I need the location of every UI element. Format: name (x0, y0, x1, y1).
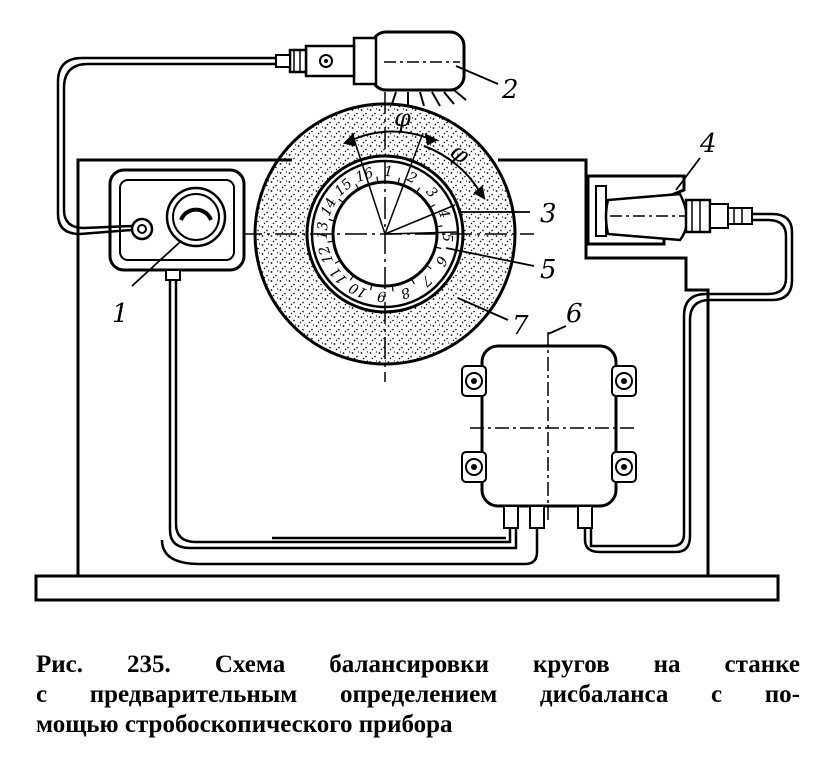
cables (56, 56, 794, 566)
dial-tick (369, 284, 373, 291)
wheel-centerlines (240, 92, 534, 382)
dial-number: 12 (316, 243, 337, 265)
dial-tick (436, 225, 443, 228)
base-plate (34, 574, 780, 602)
dial-number: 9 (377, 288, 387, 304)
callout-2: 2 (501, 75, 519, 105)
dial-number: 5 (439, 233, 455, 243)
figure-caption: Рис. 235. Схема балансировки кругов на с… (36, 650, 800, 740)
light-rays (391, 89, 467, 107)
callout-4: 4 (699, 129, 717, 159)
dial-number: 16 (354, 165, 376, 186)
callout-1: 1 (112, 299, 129, 329)
dial-number: 10 (347, 279, 370, 301)
dial-tick (349, 275, 355, 281)
dial-tick (435, 246, 442, 250)
dial-number: 13 (315, 221, 332, 240)
dial-tick (334, 259, 341, 264)
caption-line-3: мощью стробоскопического прибора (36, 711, 453, 738)
pickup-sensor (586, 174, 753, 246)
callout-6: 6 (566, 299, 583, 329)
dial-tick (410, 278, 415, 285)
stroboscope-lamp (275, 30, 466, 92)
dial-tick (391, 285, 394, 292)
angle-label-phi: φ (394, 104, 411, 132)
caption-line-2: с предварительным определением дисбаланс… (36, 681, 800, 708)
callout-5: 5 (540, 255, 557, 285)
caption-line-1: Рис. 235. Схема балансировки кругов на с… (36, 651, 800, 678)
dial-tick (376, 176, 379, 183)
dial-number: 14 (318, 196, 340, 219)
dial-tick (355, 183, 360, 190)
dial-tick (397, 177, 401, 184)
dial-tick (415, 187, 421, 193)
dial-tick (338, 198, 344, 204)
angle-arcs (343, 130, 486, 200)
stroboscope-instrument (108, 168, 246, 281)
dial-tick (328, 218, 335, 222)
machine-body (76, 158, 710, 576)
dial-tick (429, 204, 436, 209)
callout-3: 3 (540, 199, 557, 229)
dial-tick (327, 240, 334, 243)
callout-leaders (131, 65, 701, 335)
dial-tick (426, 264, 432, 270)
dial-number: 1 (384, 164, 394, 180)
callout-7: 7 (512, 311, 529, 341)
junction-box (461, 332, 637, 529)
